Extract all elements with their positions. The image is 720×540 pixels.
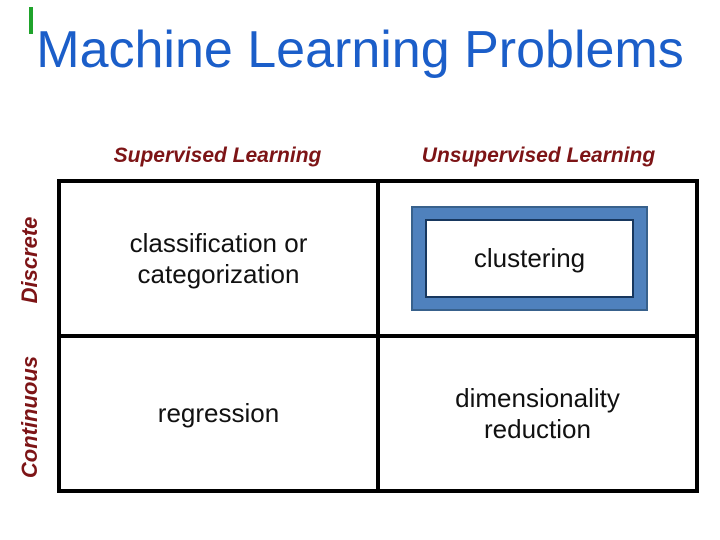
column-header-supervised: Supervised Learning [113, 144, 322, 167]
clustering-highlight-box: clustering [411, 206, 648, 311]
green-accent-mark [29, 7, 33, 34]
cell-text-dimensionality-reduction: dimensionality reduction [455, 382, 620, 444]
clustering-inner-box: clustering [425, 219, 634, 298]
slide-title: Machine Learning Problems [36, 21, 684, 79]
column-header-unsupervised: Unsupervised Learning [421, 144, 656, 167]
cell-discrete-unsupervised: clustering [380, 183, 695, 334]
cell-text-classification: classification or categorization [129, 227, 308, 289]
cell-text-regression: regression [157, 398, 280, 429]
cell-discrete-supervised: classification or categorization [61, 183, 376, 334]
cell-text-clustering: clustering [473, 243, 586, 274]
cell-continuous-supervised: regression [61, 338, 376, 489]
cell-continuous-unsupervised: dimensionality reduction [380, 338, 695, 489]
row-label-continuous: Continuous [17, 355, 42, 479]
matrix-table: classification or categorization cluster… [57, 179, 699, 493]
row-label-discrete: Discrete [17, 216, 42, 304]
